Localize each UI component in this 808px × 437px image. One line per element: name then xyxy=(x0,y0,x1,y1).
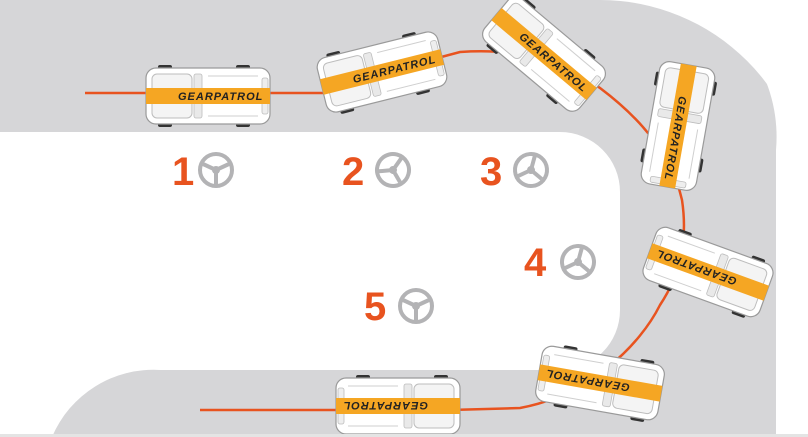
step-number: 4 xyxy=(524,241,547,285)
car-position-5: GEARPATROL xyxy=(638,221,778,323)
step-number: 2 xyxy=(342,150,364,194)
step-5: 5 xyxy=(364,285,434,329)
step-1: 1 xyxy=(172,150,234,194)
step-number: 5 xyxy=(364,285,386,329)
car-branding-text: GEARPATROL xyxy=(178,91,263,103)
step-number: 1 xyxy=(172,150,194,194)
track-infield xyxy=(0,132,620,437)
car-position-2: GEARPATROL xyxy=(313,26,451,118)
car-position-7: GEARPATROL xyxy=(335,374,461,437)
car-position-6: GEARPATROL xyxy=(532,341,668,425)
car-position-4: GEARPATROL xyxy=(636,58,720,194)
car-position-1: GEARPATROL xyxy=(145,64,271,128)
step-number: 3 xyxy=(480,150,502,194)
step-2: 2 xyxy=(342,146,417,194)
step-4: 4 xyxy=(524,237,603,287)
car-branding-text: GEARPATROL xyxy=(343,399,428,411)
bottom-border xyxy=(0,434,808,437)
step-3: 3 xyxy=(480,145,556,195)
track-outer-margin xyxy=(688,0,808,437)
